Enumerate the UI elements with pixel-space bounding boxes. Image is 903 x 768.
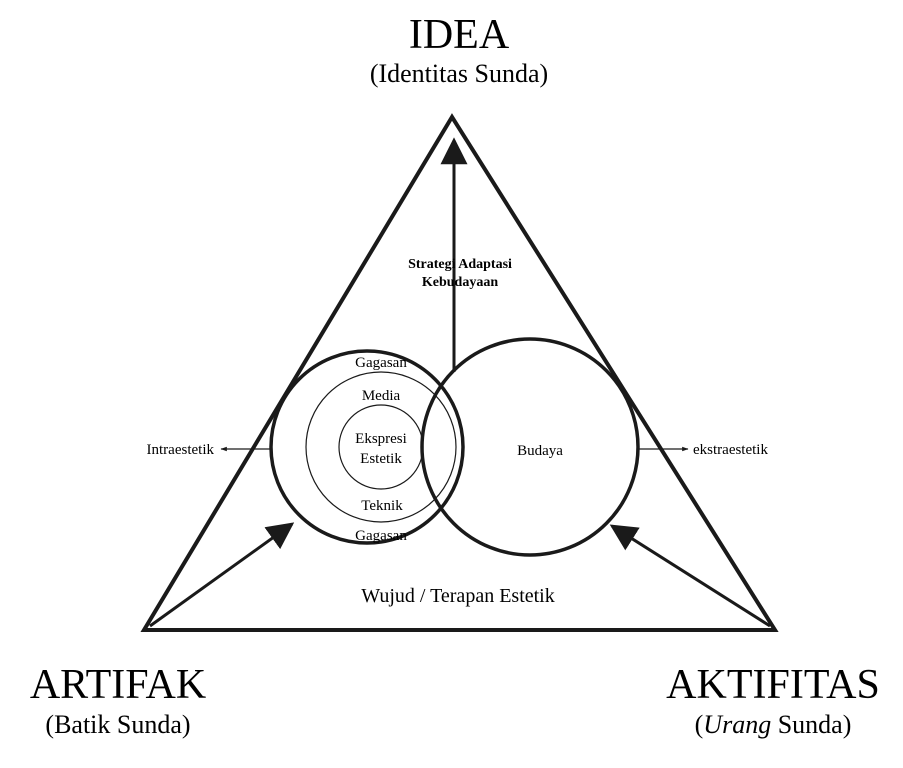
gagasan-bottom-label: Gagasan — [355, 528, 407, 544]
strategy-label-line1: Strategi Adaptasi — [408, 257, 512, 272]
estetik-label: Estetik — [360, 451, 402, 467]
left-circle — [269, 349, 465, 545]
aktifitas-title: AKTIFITAS — [666, 662, 880, 708]
idea-subtitle: (Identitas Sunda) — [370, 59, 548, 88]
aktifitas-subtitle: (Urang Sunda) — [695, 710, 852, 739]
intraestetik-label: Intraestetik — [147, 442, 215, 458]
strategy-label-line2: Kebudayaan — [422, 275, 498, 290]
ekstraestetik-label: ekstraestetik — [693, 442, 768, 458]
arrow-aktifitas-to-circle — [609, 524, 771, 628]
teknik-label: Teknik — [361, 498, 403, 514]
arrow-artifak-to-circle — [149, 522, 295, 628]
left-ring-core — [338, 404, 424, 490]
ekspresi-label: Ekspresi — [355, 431, 407, 447]
main-triangle — [140, 113, 779, 632]
gagasan-top-label: Gagasan — [355, 355, 407, 371]
right-circle — [420, 337, 640, 557]
artifak-title: ARTIFAK — [30, 662, 206, 708]
left-ring-media — [305, 371, 457, 523]
media-label: Media — [362, 388, 401, 404]
budaya-label: Budaya — [517, 443, 563, 459]
idea-title: IDEA — [409, 12, 510, 58]
artifak-subtitle: (Batik Sunda) — [45, 710, 190, 739]
wujud-terapan-label: Wujud / Terapan Estetik — [361, 585, 555, 607]
